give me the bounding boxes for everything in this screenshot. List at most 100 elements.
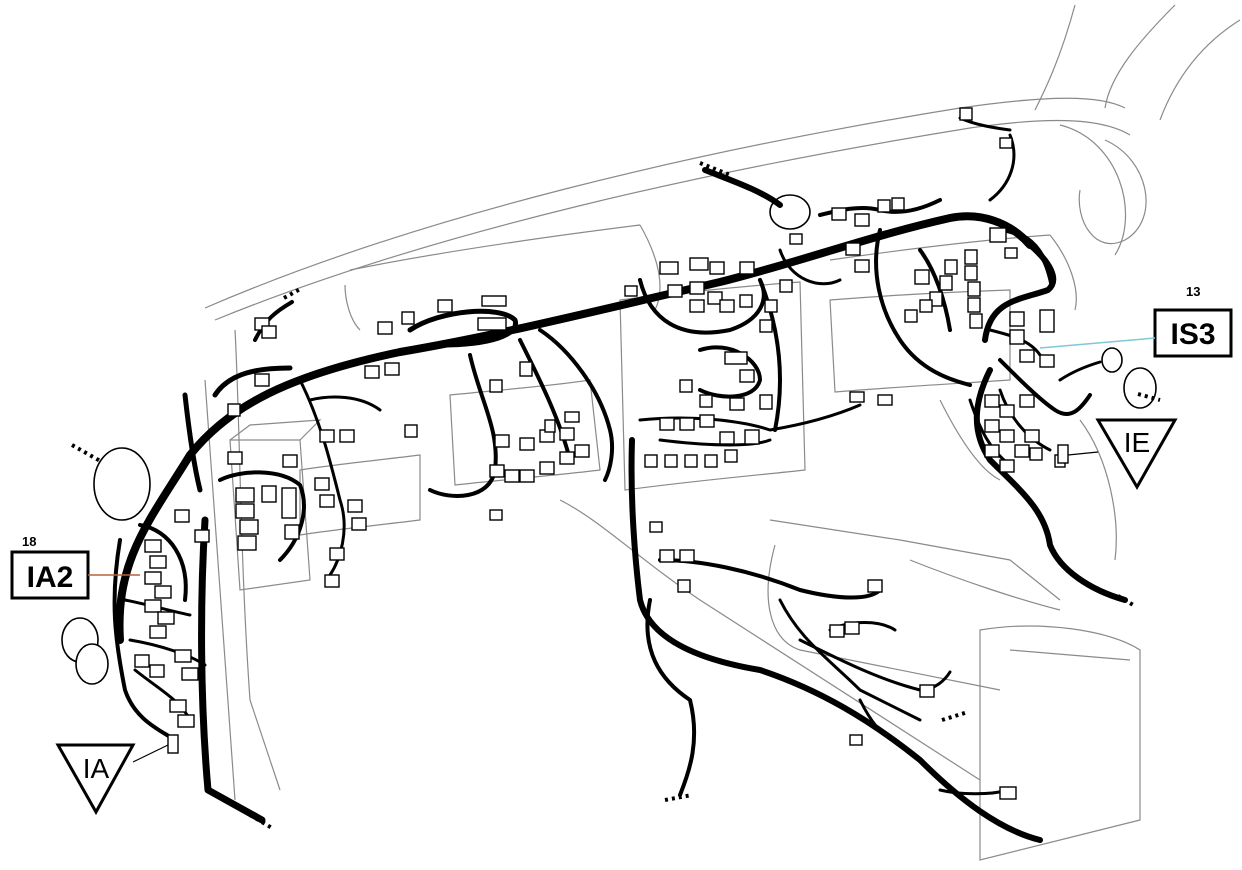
connector-block xyxy=(314,477,330,491)
connector-block xyxy=(574,444,590,458)
connector-block xyxy=(984,394,1000,408)
connector-block xyxy=(149,664,165,678)
connector-block xyxy=(849,391,865,403)
connector-block xyxy=(677,579,691,593)
connector-block xyxy=(667,284,683,298)
wire-ends xyxy=(71,161,1161,830)
connector-block xyxy=(1019,394,1035,408)
connector-block xyxy=(679,379,693,393)
connector-block xyxy=(914,269,930,285)
connector-block xyxy=(564,411,580,423)
connector-block xyxy=(404,424,418,438)
connector-block xyxy=(739,369,755,383)
connector-block xyxy=(984,419,1000,433)
connector-block xyxy=(227,403,241,417)
connector-block xyxy=(157,611,175,625)
connector-block xyxy=(759,319,773,333)
connector-block xyxy=(689,299,705,313)
connector-block xyxy=(724,449,738,463)
label-ia2: 18 IA2 xyxy=(10,534,140,600)
connector-block xyxy=(764,299,778,313)
connector-block xyxy=(519,361,533,377)
connector-block xyxy=(854,213,870,227)
connector-block xyxy=(989,227,1007,243)
connector-block xyxy=(235,487,255,503)
connector-block xyxy=(261,485,277,503)
connector-block xyxy=(144,539,162,553)
connector-block xyxy=(1039,354,1055,368)
connector-block xyxy=(477,317,507,331)
connector-block xyxy=(729,397,745,411)
connector-block xyxy=(347,499,363,513)
connector-block xyxy=(929,291,943,307)
connector-block xyxy=(401,311,415,325)
connector-block xyxy=(481,295,507,307)
connector-block xyxy=(707,291,723,305)
connector-block xyxy=(944,259,958,275)
connector-block xyxy=(659,261,679,275)
connector-block xyxy=(261,325,277,339)
connector-block xyxy=(284,524,300,540)
connector-block xyxy=(719,431,735,445)
connector-block xyxy=(134,654,150,668)
right-grommet xyxy=(1123,367,1157,409)
connector-block xyxy=(519,469,535,483)
connector-block xyxy=(1029,447,1043,461)
connector-block xyxy=(319,429,335,443)
label-is3-leader xyxy=(1039,337,1156,349)
connector-block xyxy=(329,547,345,561)
connector-block xyxy=(831,207,847,221)
connector-block xyxy=(194,529,210,543)
connector-block xyxy=(684,454,698,468)
connector-block xyxy=(1014,444,1030,458)
connector-block xyxy=(659,417,675,431)
connector-block xyxy=(384,362,400,376)
label-ia2-number: 18 xyxy=(22,534,36,549)
connector-block xyxy=(704,454,718,468)
connector-block xyxy=(494,434,510,448)
connector-block xyxy=(149,625,167,639)
label-ia2-code: IA2 xyxy=(27,561,74,594)
connector-block xyxy=(1039,309,1055,333)
connector-block xyxy=(177,714,195,728)
connector-block xyxy=(829,624,845,638)
ground-ia: IA xyxy=(55,734,179,816)
connector-block xyxy=(964,249,978,265)
connector-block xyxy=(849,734,863,746)
connector-block xyxy=(282,454,298,468)
connector-block xyxy=(699,394,713,408)
connector-block xyxy=(679,549,695,563)
connector-block xyxy=(339,429,355,443)
connector-block xyxy=(999,429,1015,443)
connector-block xyxy=(437,299,453,313)
connector-block xyxy=(174,649,192,663)
connector-block xyxy=(999,459,1015,473)
connector-block xyxy=(664,454,678,468)
connector-block xyxy=(364,365,380,379)
connector-block xyxy=(999,786,1017,800)
connector-block xyxy=(144,599,162,613)
connector-block xyxy=(351,517,367,531)
connector-block xyxy=(709,261,725,275)
connector-block xyxy=(999,137,1013,149)
connector-block xyxy=(1009,311,1025,327)
connector-block xyxy=(844,621,860,635)
connector-block xyxy=(235,503,255,519)
connector-block xyxy=(519,437,535,451)
connector-block xyxy=(489,379,503,393)
connector-block xyxy=(719,299,735,313)
connector-block xyxy=(324,574,340,588)
connector-block xyxy=(854,259,870,273)
connector-block xyxy=(649,521,663,533)
wire-harness xyxy=(112,116,1128,843)
label-is3-number: 13 xyxy=(1186,284,1200,299)
connector-block xyxy=(759,394,773,410)
connector-block xyxy=(281,487,297,519)
round-components xyxy=(61,194,1157,685)
connector-block xyxy=(174,509,190,523)
connector-block xyxy=(877,394,893,406)
connector-block xyxy=(149,555,167,569)
connector-block xyxy=(237,535,257,551)
connector-block xyxy=(254,373,270,387)
connector-block xyxy=(959,107,973,121)
